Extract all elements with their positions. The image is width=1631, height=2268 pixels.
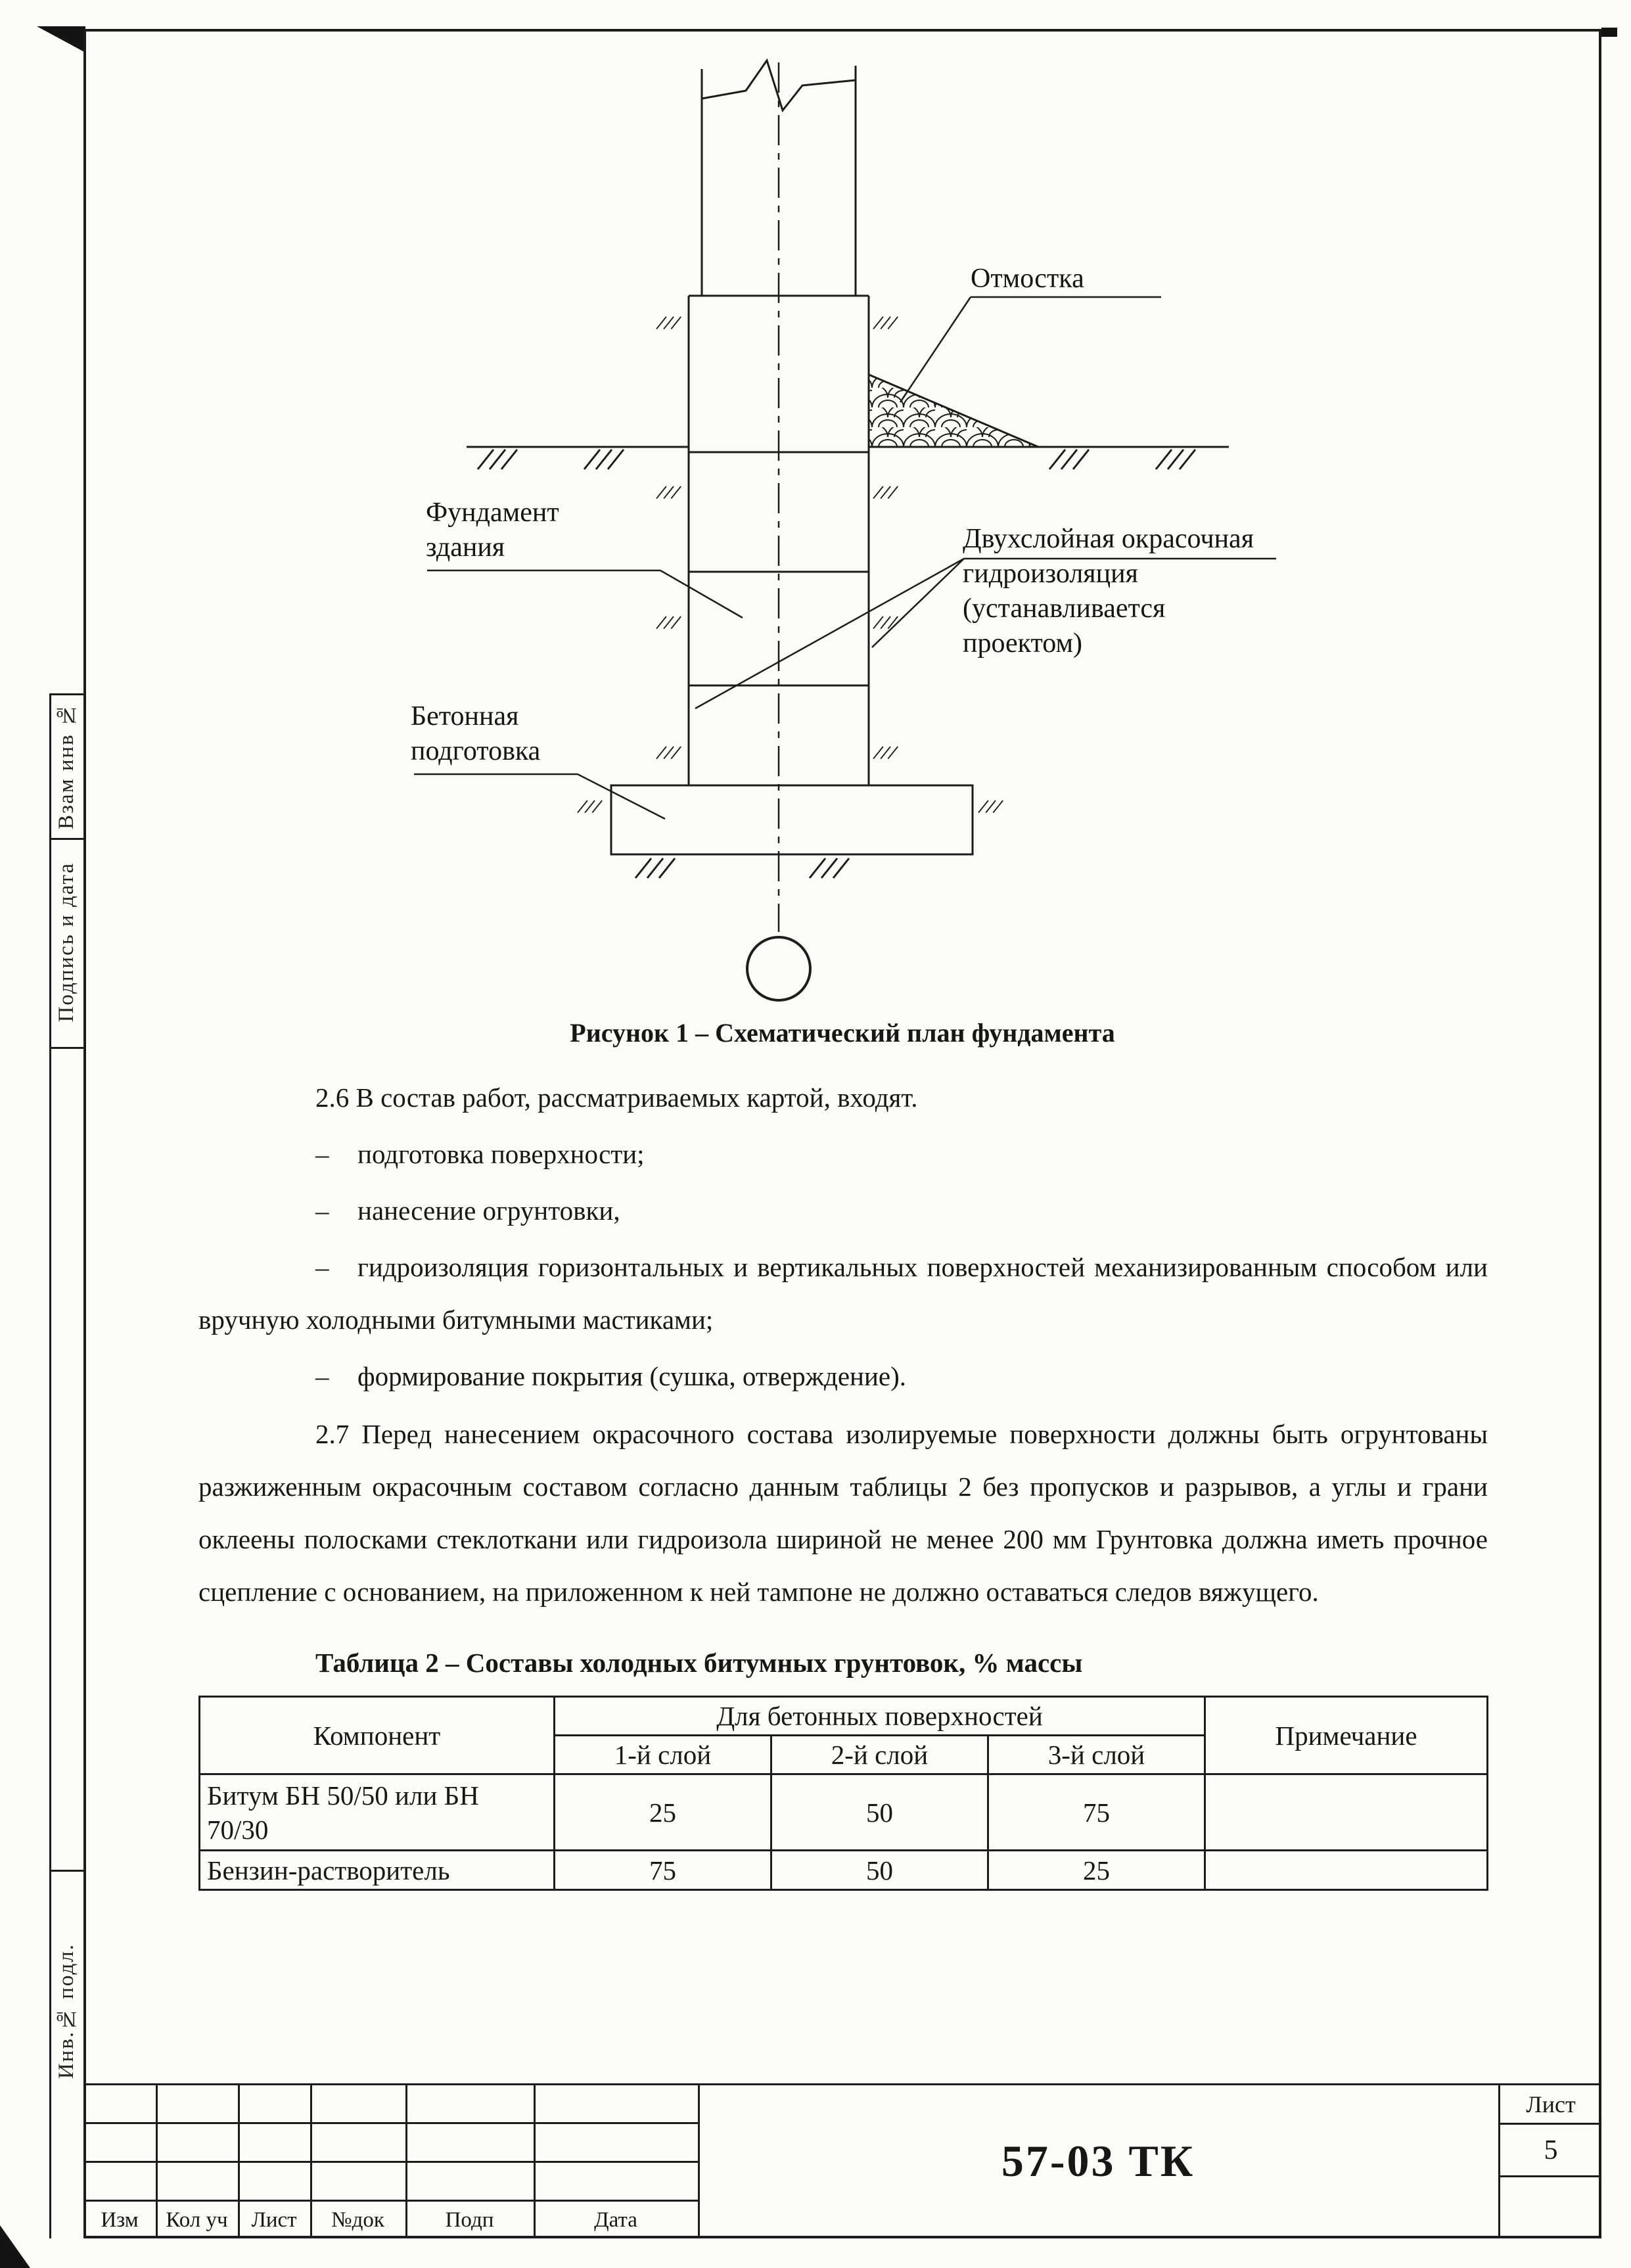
tb-col-list: Лист (251, 2208, 297, 2232)
title-block-line (310, 2083, 312, 2238)
stamp-strip-line (49, 693, 51, 2238)
cell-component: Бензин-растворитель (198, 1849, 555, 1891)
list-dash: – (315, 1361, 329, 1391)
label-gidro-line2: гидроизоляция (963, 559, 1138, 589)
title-block-line (83, 2122, 700, 2124)
cell-component: Битум БН 50/50 или БН 70/30 (198, 1773, 555, 1851)
label-gidroizolyaciya: Двухслойная окрасочная гидроизоляция (ус… (963, 522, 1254, 661)
stamp-podpis-data: Подпись и дата (49, 838, 83, 1047)
list-dash: – (315, 1139, 329, 1169)
cell-value: 25 (986, 1849, 1206, 1891)
table-row: Битум БН 50/50 или БН 70/30 25 50 75 (198, 1773, 1489, 1851)
col-header-group: Для бетонных поверхностей (553, 1696, 1206, 1736)
blind-area (867, 373, 1039, 448)
cell-value: 50 (770, 1849, 989, 1891)
paragraph-2-7: 2.7 Перед нанесением окрасочного состава… (198, 1419, 1488, 1607)
stamp-strip-line (49, 838, 85, 840)
stamp-vzam-inv-label: Взам инв № (54, 702, 78, 829)
list-item: –нанесение огрунтовки, (198, 1184, 1488, 1237)
concrete-footing (610, 784, 974, 856)
label-gidro-line4: проектом) (963, 628, 1083, 659)
table-header-row: Компонент Для бетонных поверхностей Прим… (198, 1696, 1489, 1775)
tb-col-izm: Изм (101, 2208, 139, 2232)
scan-artifact (1601, 28, 1617, 37)
table-subheader-row: 1-й слой 2-й слой 3-й слой (200, 1734, 1488, 1775)
col-header-layer3: 3-й слой (986, 1734, 1206, 1775)
sheet-number: 5 (1544, 2135, 1558, 2165)
cell-value: 50 (770, 1773, 989, 1851)
list-item: –подготовка поверхности; (198, 1128, 1488, 1180)
scan-artifact (37, 26, 85, 53)
title-block-line (1498, 2083, 1500, 2238)
section-mark-circle (746, 936, 812, 1002)
label-beton-line2: подготовка (411, 736, 541, 766)
cell-note (1204, 1849, 1489, 1891)
title-block-line (1498, 2123, 1601, 2125)
title-block-line (1498, 2175, 1601, 2177)
stamp-strip-line (49, 1870, 85, 1872)
stamp-inv-podl-label: Инв.№ подл. (54, 1943, 78, 2079)
list-item: –гидроизоляция горизонтальных и вертикал… (198, 1241, 1488, 1346)
stamp-strip-line (49, 693, 85, 695)
title-block-line (156, 2083, 158, 2238)
sheet-label: Лист (1526, 2091, 1576, 2118)
cell-value: 25 (553, 1773, 772, 1851)
table-2-title: Таблица 2 – Составы холодных битумных гр… (315, 1648, 1083, 1678)
list-item-text: нанесение огрунтовки, (357, 1195, 620, 1226)
document-number: 57-03 ТК (1001, 2135, 1195, 2186)
list-item-text: подготовка поверхности; (357, 1139, 645, 1169)
scan-artifact (0, 2225, 30, 2268)
label-fundament-line2: здания (426, 532, 505, 563)
col-header-layer1: 1-й слой (553, 1734, 772, 1775)
title-block-line (83, 2083, 1601, 2085)
label-gidro-line3: (устанавливается (963, 593, 1166, 624)
column-upper (701, 58, 857, 296)
label-betonnaya: Бетонная подготовка (411, 699, 540, 769)
cell-note (1204, 1773, 1489, 1851)
tb-col-data: Дата (594, 2208, 637, 2232)
leader-lines (414, 296, 1276, 820)
grout-composition-table: Компонент Для бетонных поверхностей Прим… (198, 1696, 1489, 1891)
tb-col-podp: Подп (445, 2208, 494, 2232)
col-header-note: Примечание (1204, 1696, 1489, 1775)
stamp-vzam-inv: Взам инв № (49, 693, 83, 838)
paragraph-2-6: 2.6 В состав работ, рассматриваемых карт… (315, 1082, 918, 1113)
list-dash: – (315, 1195, 329, 1226)
label-fundament-line1: Фундамент (426, 498, 559, 528)
title-block-line (534, 2083, 536, 2238)
list-item: –формирование покрытия (сушка, отвержден… (198, 1350, 1488, 1402)
list-item-text: гидроизоляция горизонтальных и вертикаль… (198, 1252, 1488, 1335)
title-block-line (83, 2161, 700, 2163)
title-block-line (238, 2083, 240, 2238)
foundation-diagram (414, 58, 1276, 1002)
label-beton-line1: Бетонная (411, 701, 519, 731)
cell-value: 75 (986, 1773, 1206, 1851)
col-header-component: Компонент (198, 1696, 555, 1775)
stamp-inv-podl: Инв.№ подл. (49, 1870, 83, 2152)
cell-value: 75 (553, 1849, 772, 1891)
figure-caption: Рисунок 1 – Схематический план фундамент… (570, 1018, 1115, 1048)
tb-col-ndok: №док (331, 2208, 384, 2232)
ground-hatch (476, 448, 1197, 879)
label-otmostka-text: Отмостка (971, 264, 1084, 294)
list-dash: – (315, 1252, 329, 1282)
col-header-layer2: 2-й слой (770, 1734, 989, 1775)
label-fundament: Фундамент здания (426, 496, 559, 565)
title-block-line (698, 2083, 700, 2238)
title-block-line (83, 2200, 700, 2202)
page-frame (83, 29, 1601, 2238)
stamp-strip-line (49, 1047, 85, 1049)
body-text: 2.6 В состав работ, рассматриваемых карт… (198, 1071, 1489, 1891)
label-gidro-line1: Двухслойная окрасочная (963, 524, 1254, 554)
stamp-podpis-data-label: Подпись и дата (54, 862, 78, 1023)
title-block-line (405, 2083, 407, 2238)
label-otmostka: Отмостка (971, 262, 1084, 296)
backfill-hatch (577, 316, 1004, 814)
table-row: Бензин-растворитель 75 50 25 (198, 1849, 1489, 1891)
tb-col-koluch: Кол уч (166, 2208, 228, 2232)
list-item-text: формирование покрытия (сушка, отверждени… (357, 1361, 906, 1391)
